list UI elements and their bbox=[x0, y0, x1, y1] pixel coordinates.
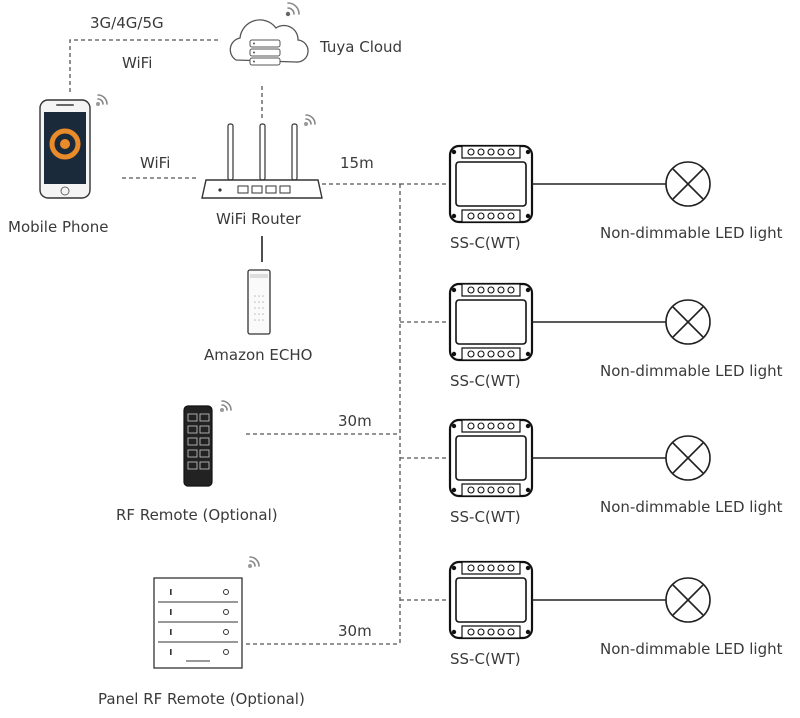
ss-module-icon bbox=[448, 560, 534, 640]
light-label: Non-dimmable LED light bbox=[600, 224, 783, 242]
receiver-group: SS-C(WT)Non-dimmable LED lightSS-C(WT)No… bbox=[448, 144, 783, 668]
ss-module-icon bbox=[448, 282, 534, 362]
led-light-icon bbox=[665, 435, 711, 481]
echo-label: Amazon ECHO bbox=[204, 346, 312, 364]
amazon-echo-icon bbox=[247, 269, 271, 335]
rf-remote-icon bbox=[183, 405, 213, 487]
receiver-row-3: SS-C(WT) Non-dimmable LED light bbox=[448, 418, 783, 526]
module-label: SS-C(WT) bbox=[450, 650, 521, 668]
cellular-label: 3G/4G/5G bbox=[90, 14, 164, 32]
panel-remote-distance-label: 30m bbox=[338, 622, 372, 640]
module-label: SS-C(WT) bbox=[450, 372, 521, 390]
cloud-label: Tuya Cloud bbox=[319, 38, 402, 56]
receiver-row-2: SS-C(WT) Non-dimmable LED light bbox=[448, 282, 783, 390]
cloud-icon bbox=[229, 19, 309, 66]
ss-module-icon bbox=[448, 418, 534, 498]
light-label: Non-dimmable LED light bbox=[600, 362, 783, 380]
light-label: Non-dimmable LED light bbox=[600, 640, 783, 658]
mobile-phone-icon bbox=[39, 99, 91, 199]
rf-remote-signal-icon bbox=[220, 400, 232, 412]
cloud-signal-icon bbox=[285, 2, 300, 17]
panel-remote-signal-icon bbox=[248, 556, 260, 568]
router-distance-label: 15m bbox=[340, 154, 374, 172]
router-signal-icon bbox=[304, 114, 316, 126]
phone-label: Mobile Phone bbox=[8, 218, 108, 236]
cellular-link-line bbox=[69, 39, 218, 92]
panel-remote-icon bbox=[153, 577, 243, 669]
wifi-cloud-label: WiFi bbox=[122, 54, 152, 72]
receiver-row-1: SS-C(WT) Non-dimmable LED light bbox=[448, 144, 783, 252]
panel-remote-label: Panel RF Remote (Optional) bbox=[98, 690, 305, 708]
ss-module-icon bbox=[448, 144, 534, 224]
led-light-icon bbox=[665, 577, 711, 623]
phone-signal-icon bbox=[96, 94, 108, 106]
module-label: SS-C(WT) bbox=[450, 234, 521, 252]
light-label: Non-dimmable LED light bbox=[600, 498, 783, 516]
rf-remote-distance-label: 30m bbox=[338, 412, 372, 430]
rf-remote-label: RF Remote (Optional) bbox=[116, 506, 278, 524]
led-light-icon bbox=[665, 161, 711, 207]
led-light-icon bbox=[665, 299, 711, 345]
wifi-phone-label: WiFi bbox=[140, 154, 170, 172]
wifi-router-icon bbox=[201, 123, 323, 199]
router-label: WiFi Router bbox=[216, 210, 302, 228]
receiver-row-4: SS-C(WT) Non-dimmable LED light bbox=[448, 560, 783, 668]
module-label: SS-C(WT) bbox=[450, 508, 521, 526]
